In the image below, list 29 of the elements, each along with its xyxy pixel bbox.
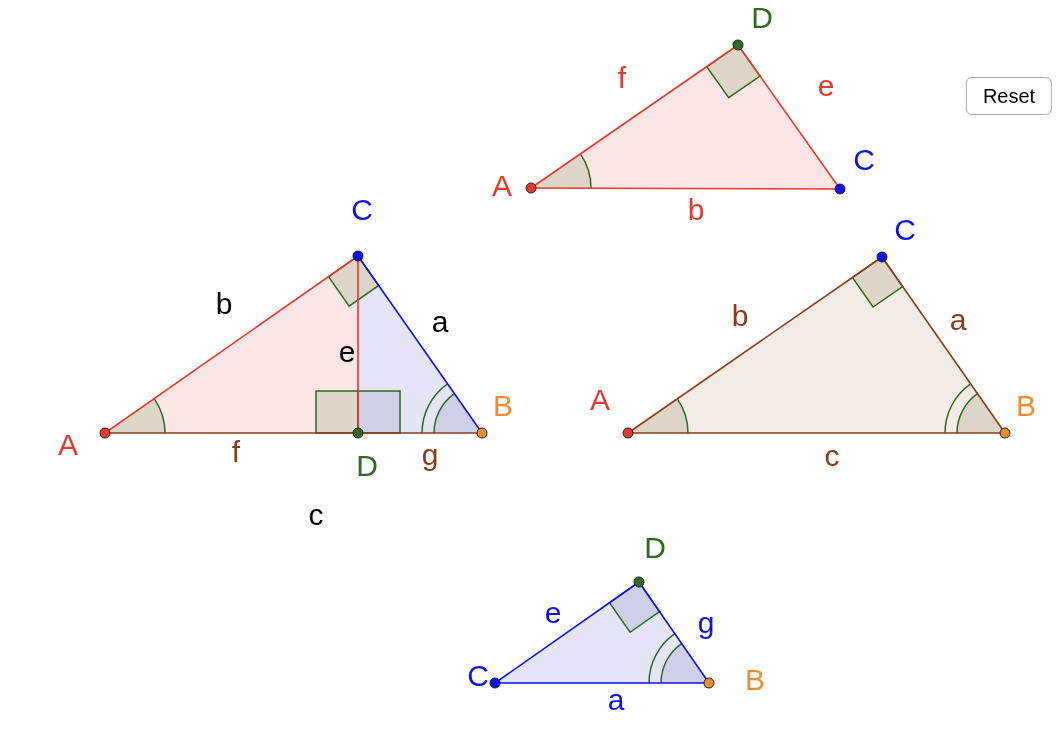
- point-label: B: [493, 391, 513, 421]
- side-label: e: [338, 337, 356, 367]
- point-label: C: [351, 195, 373, 225]
- side-label: a: [607, 685, 625, 715]
- side-label: b: [687, 195, 705, 225]
- point-label: B: [745, 665, 765, 695]
- side-label: c: [824, 441, 840, 471]
- point-label: D: [751, 3, 773, 33]
- side-label: b: [731, 301, 749, 331]
- side-label: e: [817, 71, 835, 101]
- side-label: b: [215, 289, 233, 319]
- point-label: A: [492, 171, 512, 201]
- side-label: f: [231, 437, 241, 467]
- point-label: B: [1016, 391, 1036, 421]
- side-label: g: [697, 608, 715, 638]
- side-label: a: [949, 305, 967, 335]
- point-label: A: [590, 385, 610, 415]
- point-label: C: [467, 661, 489, 691]
- side-label: a: [431, 307, 449, 337]
- point-label: A: [58, 430, 78, 460]
- point-label: C: [894, 215, 916, 245]
- point-label: D: [356, 451, 378, 481]
- side-label: e: [544, 598, 562, 628]
- reset-button: Reset: [965, 77, 1053, 115]
- point-label: C: [853, 145, 875, 175]
- side-label: f: [617, 63, 627, 93]
- side-label: g: [421, 440, 439, 470]
- point-label: D: [644, 533, 666, 563]
- side-label: c: [308, 500, 324, 530]
